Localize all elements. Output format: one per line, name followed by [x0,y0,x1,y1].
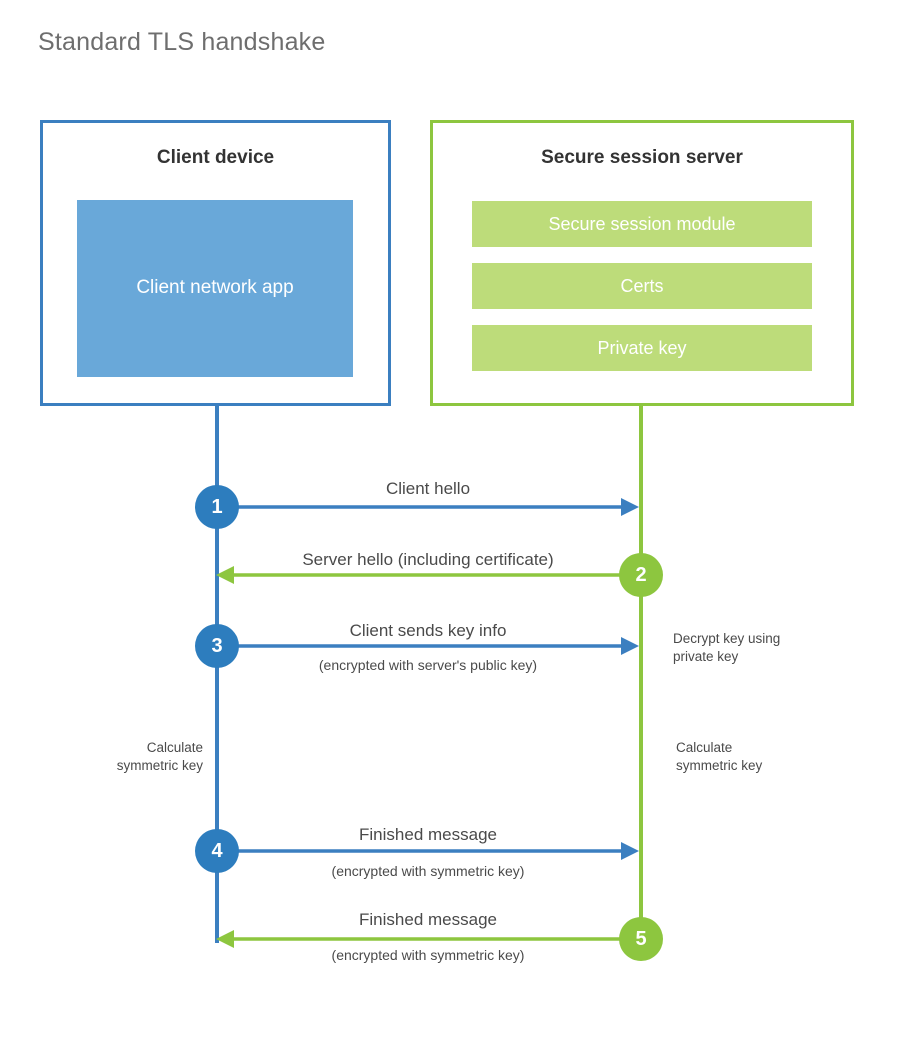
note-server-symmetric-line-1: Calculate [676,740,733,755]
step-badge-3[interactable]: 3 [195,624,239,668]
step-badge-5[interactable]: 5 [619,917,663,961]
message-label-5: Finished message [359,910,497,929]
note-client-calculate-symmetric-key: Calculate symmetric key [20,739,203,775]
note-server-calculate-symmetric-key: Calculate symmetric key [676,739,856,775]
note-decrypt-key: Decrypt key using private key [673,630,833,666]
secure-session-server-box: Secure session server Secure session mod… [430,120,854,406]
message-sublabel-4: (encrypted with symmetric key) [331,863,525,879]
message-sublabel-5: (encrypted with symmetric key) [331,947,525,963]
server-component-label: Secure session module [548,213,736,234]
server-component-label: Certs [620,275,664,296]
client-network-app-block: Client network app [77,200,353,377]
message-arrow-1 [217,498,639,516]
message-arrow-5 [216,930,641,948]
message-sublabel-3: (encrypted with server's public key) [318,657,538,673]
note-decrypt-line-1: Decrypt key using [673,631,781,646]
client-network-app-label: Client network app [136,277,294,299]
client-device-box: Client device Client network app [40,120,391,406]
note-decrypt-line-2: private key [673,648,739,664]
server-component-private-key: Private key [472,325,812,371]
note-client-symmetric-line-2: symmetric key [116,757,203,773]
note-client-symmetric-line-1: Calculate [146,740,203,755]
server-component-label: Private key [597,337,687,358]
message-label-2: Server hello (including certificate) [302,550,554,569]
message-label-4: Finished message [359,825,497,844]
secure-session-server-title: Secure session server [541,147,743,168]
message-label-3: Client sends key info [349,621,507,640]
page-title: Standard TLS handshake [38,28,326,56]
server-component-secure-session-module: Secure session module [472,201,812,247]
message-label-1: Client hello [385,479,471,498]
step-badge-4[interactable]: 4 [195,829,239,873]
note-server-symmetric-line-2: symmetric key [676,757,763,773]
server-lifeline [639,406,643,940]
client-lifeline [215,406,219,943]
step-badge-1[interactable]: 1 [195,485,239,529]
step-badge-2[interactable]: 2 [619,553,663,597]
client-device-title: Client device [156,147,275,168]
server-component-certs: Certs [472,263,812,309]
